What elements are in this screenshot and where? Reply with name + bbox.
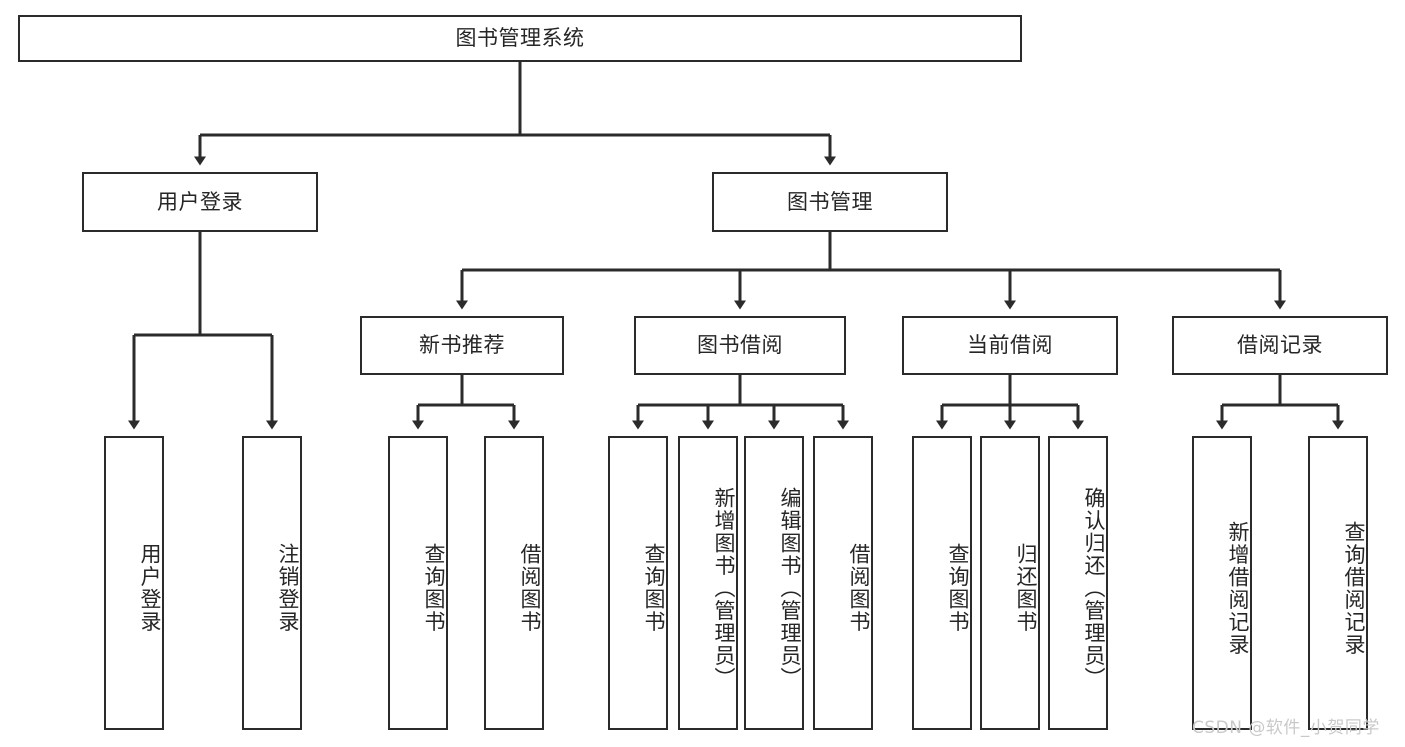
node-label: 图书管理 [787,189,873,214]
node-leaf-edit-book[interactable]: 编辑图书（管理员） [744,436,804,730]
node-leaf-add-record[interactable]: 新增借阅记录 [1192,436,1252,730]
node-leaf-user-logout[interactable]: 注销登录 [242,436,302,730]
node-label: 查询图书 [946,543,970,633]
node-leaf-borrow-book-2[interactable]: 借阅图书 [813,436,873,730]
node-label: 查询借阅记录 [1342,520,1366,656]
node-leaf-user-login[interactable]: 用户登录 [104,436,164,730]
node-leaf-borrow-book-1[interactable]: 借阅图书 [484,436,544,730]
node-borrow-record[interactable]: 借阅记录 [1172,316,1388,375]
node-label: 查询图书 [422,543,446,633]
node-leaf-return-book[interactable]: 归还图书 [980,436,1040,730]
node-label: 借阅记录 [1237,333,1323,358]
node-user-login[interactable]: 用户登录 [82,172,318,232]
node-label: 借阅图书 [518,543,542,633]
node-label: 用户登录 [157,189,243,214]
csdn-watermark: CSDN @软件_小贺同学 [1192,718,1380,738]
node-label: 新增图书（管理员） [712,486,736,690]
node-label: 注销登录 [276,543,300,633]
node-label: 查询图书 [642,543,666,633]
node-leaf-query-book-3[interactable]: 查询图书 [912,436,972,730]
node-leaf-query-record[interactable]: 查询借阅记录 [1308,436,1368,730]
node-root-图书管理系统[interactable]: 图书管理系统 [18,15,1022,62]
node-label: 图书借阅 [697,333,783,358]
node-leaf-add-book[interactable]: 新增图书（管理员） [678,436,738,730]
node-label: 图书管理系统 [455,26,585,51]
node-label: 编辑图书（管理员） [778,486,802,690]
node-label: 借阅图书 [847,543,871,633]
node-label: 新书推荐 [419,333,505,358]
node-leaf-query-book-1[interactable]: 查询图书 [388,436,448,730]
node-label: 确认归还（管理员） [1082,486,1106,690]
node-leaf-confirm-return[interactable]: 确认归还（管理员） [1048,436,1108,730]
node-leaf-query-book-2[interactable]: 查询图书 [608,436,668,730]
node-label: 用户登录 [138,543,162,633]
node-new-book-recommend[interactable]: 新书推荐 [360,316,564,375]
node-label: 归还图书 [1014,543,1038,633]
node-label: 当前借阅 [967,333,1053,358]
node-book-manage[interactable]: 图书管理 [712,172,948,232]
node-label: 新增借阅记录 [1226,520,1250,656]
node-current-borrow[interactable]: 当前借阅 [902,316,1118,375]
node-book-borrow[interactable]: 图书借阅 [634,316,846,375]
